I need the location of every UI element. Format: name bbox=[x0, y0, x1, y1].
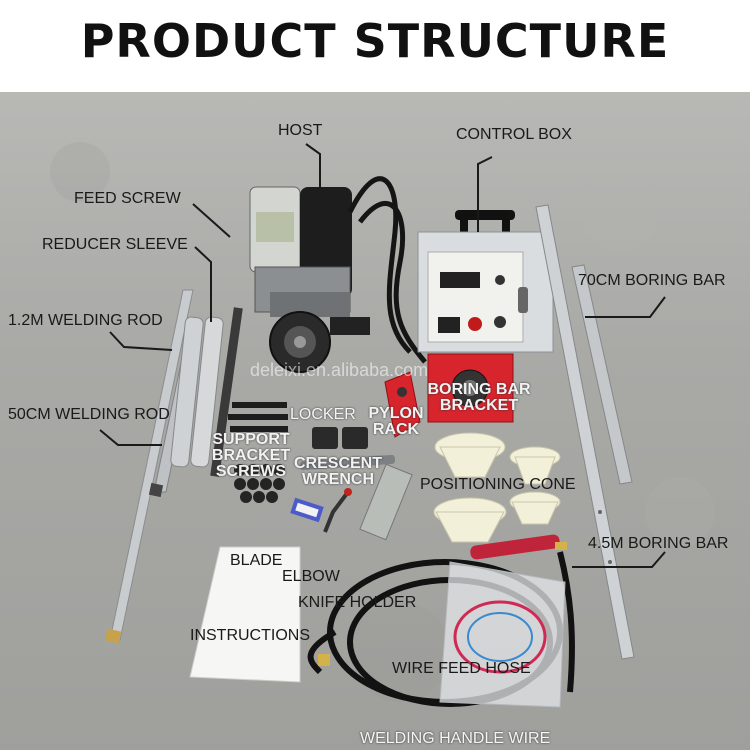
title-bar: PRODUCT STRUCTURE bbox=[0, 0, 750, 92]
boring-bar-bracket bbox=[427, 353, 514, 423]
welding-rod-long bbox=[104, 289, 194, 644]
label-elbow: ELBOW bbox=[282, 568, 340, 585]
ground-texture bbox=[50, 142, 715, 702]
pylon-rack bbox=[384, 371, 421, 438]
knife-holder bbox=[359, 463, 413, 541]
label-instructions: INSTRUCTIONS bbox=[190, 627, 310, 644]
page-title: PRODUCT STRUCTURE bbox=[80, 14, 670, 68]
control-box bbox=[417, 210, 554, 353]
label-knife-holder: KNIFE HOLDER bbox=[298, 594, 417, 611]
label-welding-handle-wire: WELDING HANDLE WIRE bbox=[360, 730, 551, 747]
welding-torch bbox=[318, 534, 567, 666]
label-welding-rod-50cm: 50CM WELDING ROD bbox=[8, 406, 170, 423]
label-wire-feed-hose: WIRE FEED HOSE bbox=[392, 660, 531, 677]
label-feed-screw: FEED SCREW bbox=[74, 190, 181, 207]
label-support-bracket-screws: SUPPORT BRACKET SCREWS bbox=[211, 431, 291, 480]
label-positioning-cone: POSITIONING CONE bbox=[420, 476, 576, 493]
label-crescent-wrench: CRESCENT WRENCH bbox=[293, 455, 382, 488]
boring-bar-short bbox=[571, 264, 633, 485]
label-host: HOST bbox=[278, 122, 323, 139]
label-blade: BLADE bbox=[230, 552, 283, 569]
lockers bbox=[312, 427, 368, 449]
boring-bar-long bbox=[535, 204, 635, 660]
instructions-paper bbox=[189, 546, 301, 683]
reducer-sleeve bbox=[170, 316, 224, 468]
label-boring-bar-bracket: BORING BAR BRACKET bbox=[427, 381, 531, 414]
wire-feed-hose bbox=[439, 561, 566, 708]
positioning-cones bbox=[433, 432, 561, 543]
leader-lines bbox=[99, 143, 666, 568]
crescent-wrench bbox=[300, 454, 396, 471]
elbow bbox=[323, 488, 352, 533]
label-locker: LOCKER bbox=[290, 406, 356, 423]
blade bbox=[290, 497, 324, 523]
host-cables bbox=[347, 176, 427, 364]
label-pylon-rack: PYLON RACK bbox=[368, 405, 424, 438]
label-control-box: CONTROL BOX bbox=[456, 126, 572, 143]
label-boring-bar-4-5m: 4.5M BORING BAR bbox=[588, 535, 729, 552]
feed-screw bbox=[210, 307, 243, 477]
watermark: deleixi.en.alibaba.com bbox=[250, 360, 429, 380]
support-screws bbox=[228, 402, 288, 503]
label-boring-bar-70cm: 70CM BORING BAR bbox=[578, 272, 726, 289]
product-photo: deleixi.en.alibaba.com bbox=[0, 92, 750, 750]
label-reducer-sleeve: REDUCER SLEEVE bbox=[42, 236, 188, 253]
label-welding-rod-1-2m: 1.2M WELDING ROD bbox=[8, 312, 163, 329]
product-illustration bbox=[50, 142, 715, 708]
host-machine bbox=[249, 186, 370, 373]
